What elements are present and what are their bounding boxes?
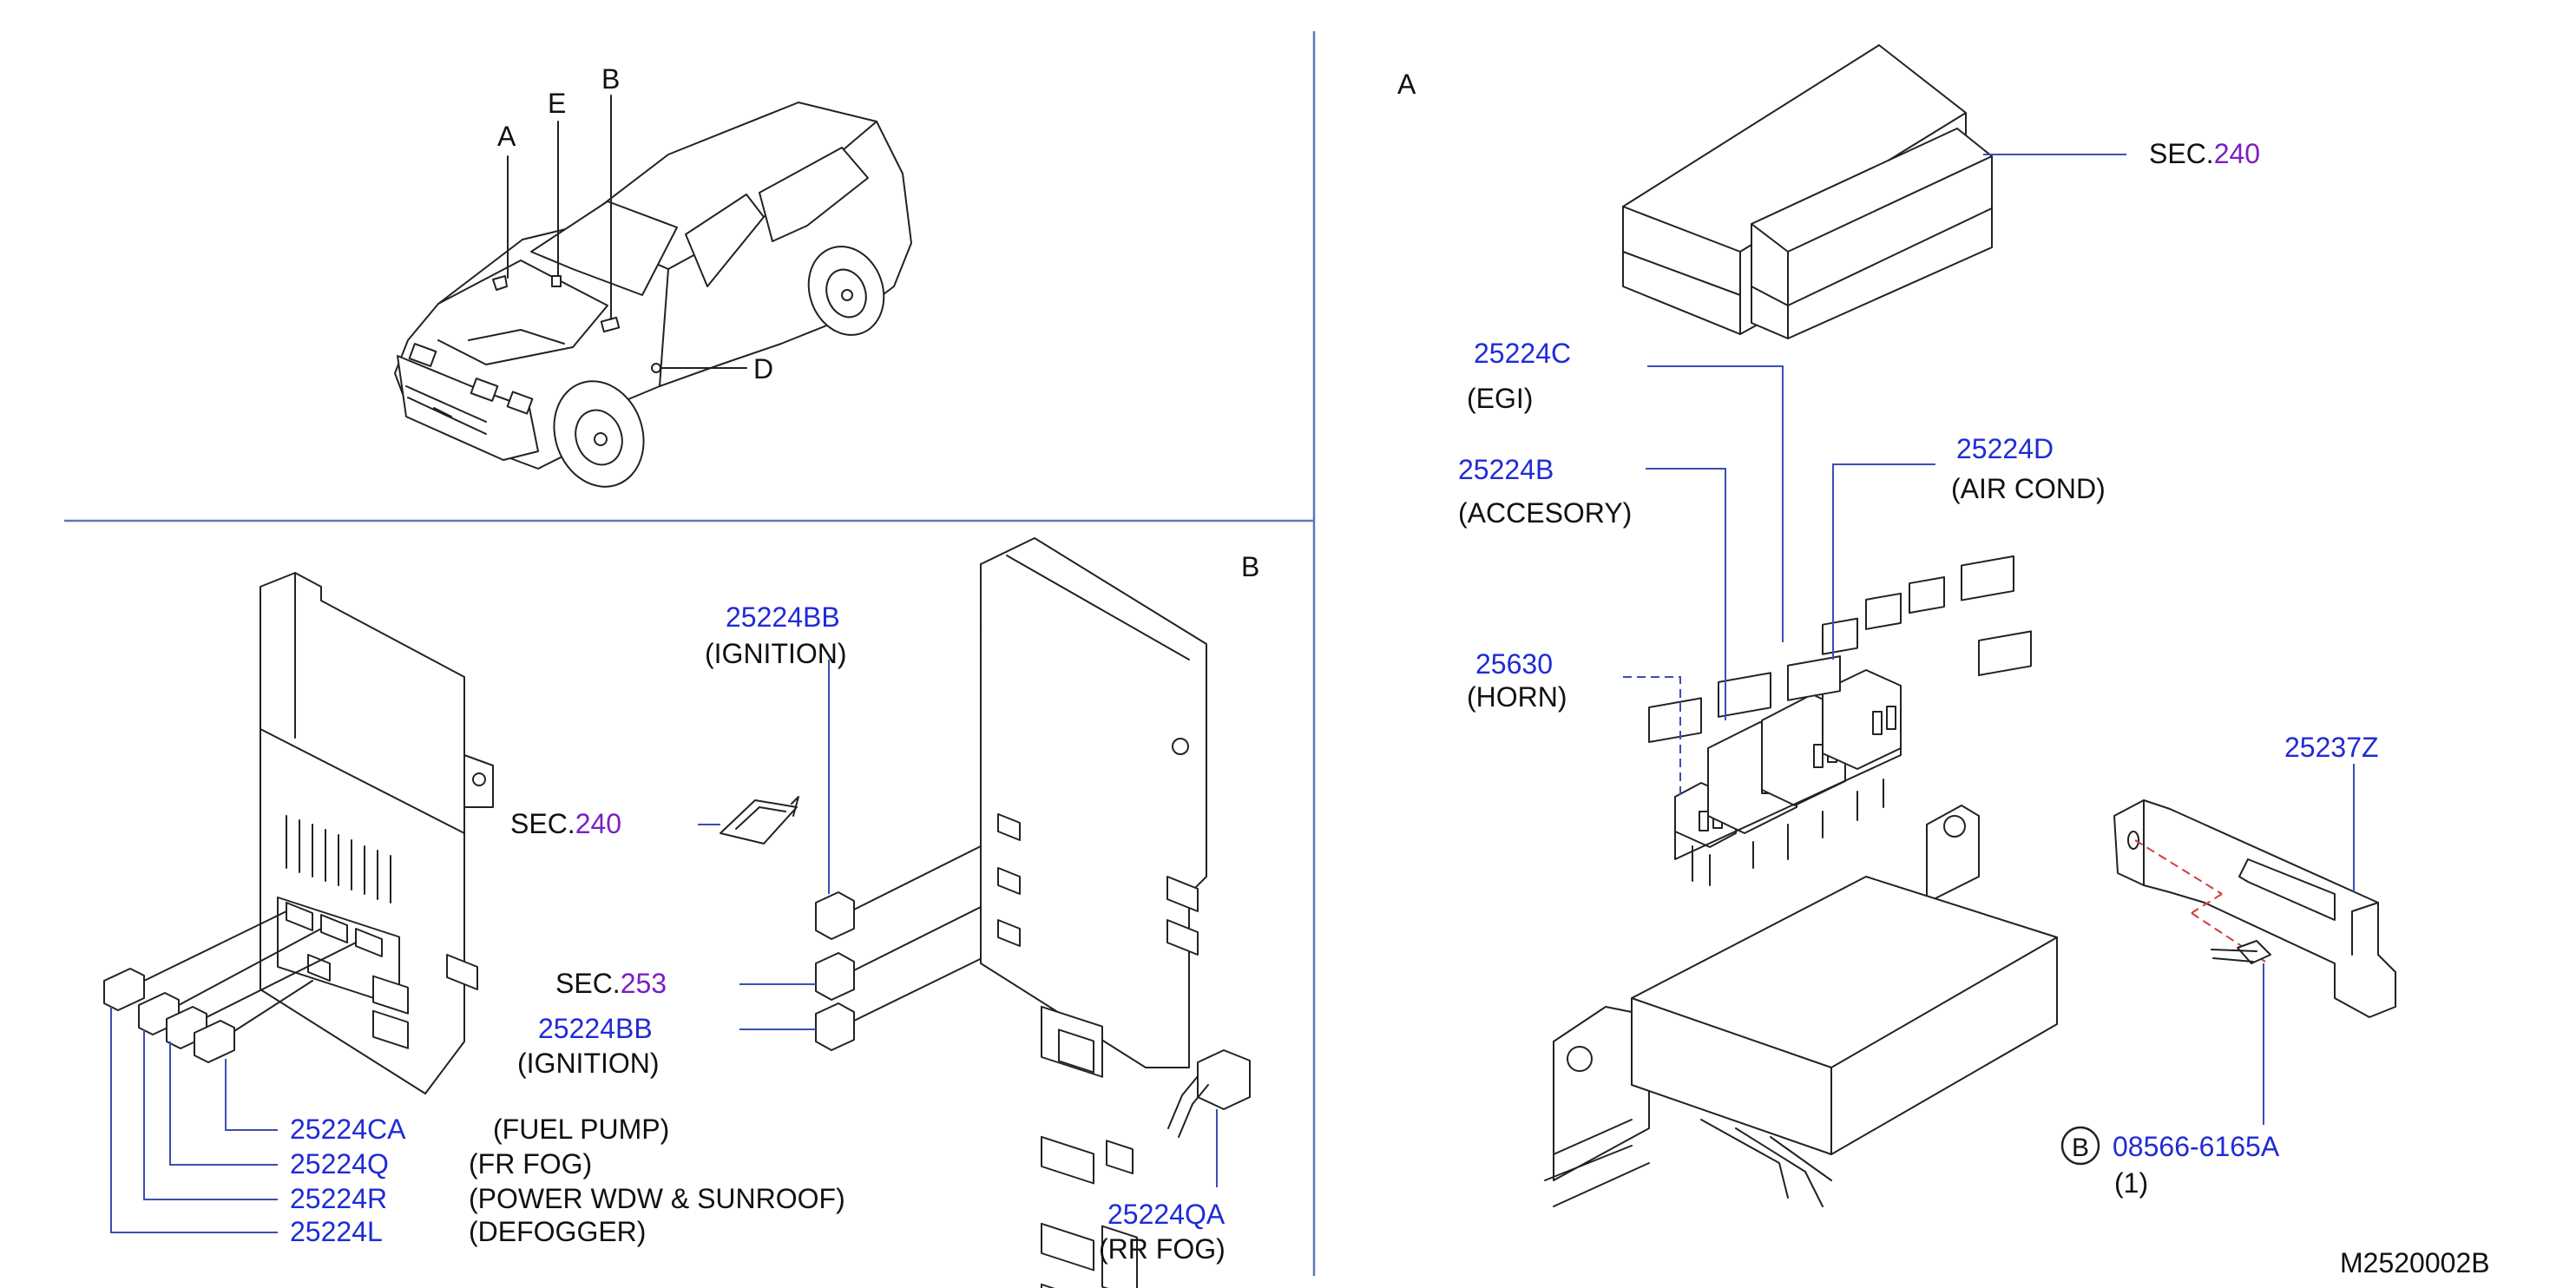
- part-08566-6165A: 08566-6165A: [2113, 1131, 2280, 1162]
- part-25224D-desc: (AIR COND): [1951, 473, 2106, 504]
- part-25224R: 25224R: [290, 1183, 387, 1214]
- part-25237Z: 25237Z: [2284, 732, 2379, 763]
- part-25224Q-desc: (FR FOG): [469, 1148, 592, 1180]
- part-25224BB-bottom: 25224BB: [538, 1013, 653, 1044]
- part-25630-desc: (HORN): [1467, 681, 1567, 713]
- part-25224Q: 25224Q: [290, 1148, 389, 1180]
- part-25224D: 25224D: [1956, 433, 2054, 464]
- fuse-relay-box: [1544, 555, 2058, 1207]
- part-25224L-desc: (DEFOGGER): [469, 1216, 646, 1247]
- bolt-08566-6165A: [2211, 940, 2271, 964]
- view-letter-b: B: [601, 63, 620, 95]
- sec-ref-253: SEC.253: [555, 968, 667, 999]
- vehicle-illustration: [394, 95, 912, 488]
- view-a-heading: A: [1397, 69, 1416, 100]
- relay-group: [1674, 669, 1902, 886]
- part-25224QA: 25224QA: [1107, 1199, 1226, 1230]
- view-letter-a: A: [497, 121, 516, 152]
- bracket-25237Z: [2113, 799, 2396, 1018]
- torque-spec-circle: [2060, 1126, 2100, 1166]
- part-25224C: 25224C: [1474, 338, 1571, 369]
- view-b-heading: B: [1241, 551, 1259, 582]
- view-letter-d: D: [753, 353, 773, 384]
- torque-spec-letter: B: [2072, 1134, 2089, 1162]
- part-25224C-desc: (EGI): [1467, 383, 1533, 414]
- connector-group-left: [103, 910, 357, 1063]
- part-25224CA: 25224CA: [290, 1114, 406, 1145]
- part-25630: 25630: [1475, 648, 1553, 680]
- sec-ref-240-top: SEC.240: [2149, 138, 2260, 169]
- part-25224BB-top-desc: (IGNITION): [705, 638, 847, 669]
- part-25224L: 25224L: [290, 1216, 383, 1247]
- part-25224QA-desc: (RR FOG): [1099, 1233, 1226, 1265]
- diagram-code: M2520002B: [2340, 1247, 2490, 1278]
- rr-fog-connector: [1167, 1049, 1251, 1138]
- part-25224BB-bottom-desc: (IGNITION): [517, 1048, 660, 1079]
- part-25224B: 25224B: [1458, 454, 1554, 485]
- part-25224B-desc: (ACCESORY): [1458, 497, 1632, 529]
- junction-panel: [980, 537, 1207, 1288]
- sec-ref-240-mid: SEC.240: [510, 808, 621, 839]
- part-25224R-desc: (POWER WDW & SUNROOF): [469, 1183, 845, 1214]
- view-letter-e: E: [548, 88, 566, 119]
- ignition-connectors: [815, 832, 1008, 1051]
- part-25224CA-desc: (FUEL PUMP): [493, 1114, 669, 1145]
- sec240-bracket: [720, 796, 799, 844]
- part-08566-qty: (1): [2114, 1167, 2148, 1199]
- part-25224BB-top: 25224BB: [726, 601, 840, 633]
- ecu-module: [1622, 44, 1993, 339]
- fuse-block-panel: [260, 572, 494, 1094]
